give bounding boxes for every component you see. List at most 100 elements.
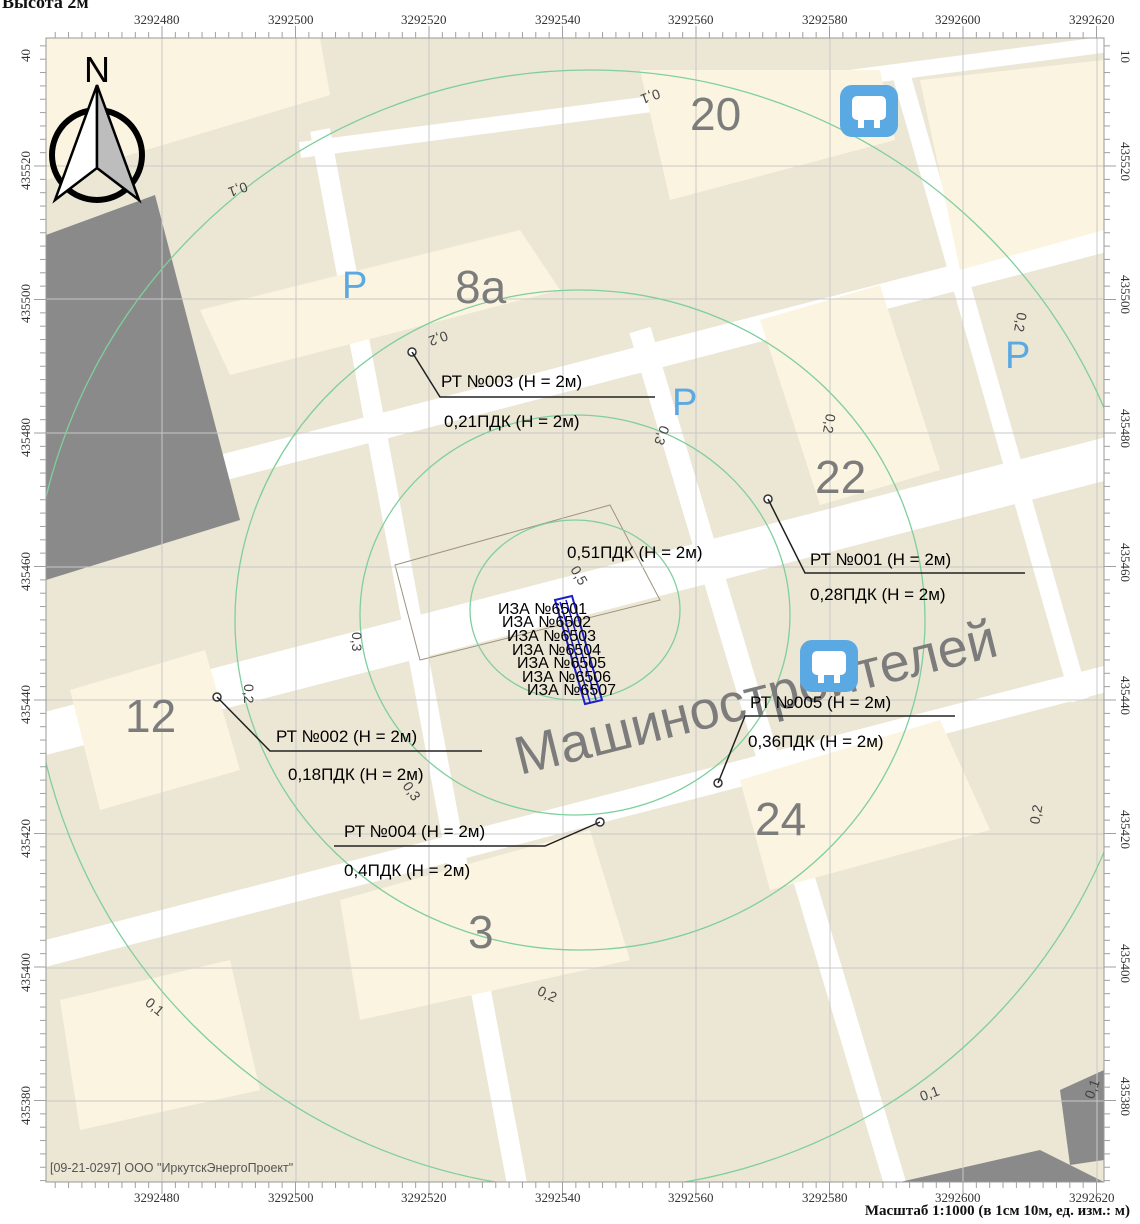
map-attribution: [09-21-0297] ООО "ИркутскЭнергоПроект": [50, 1161, 293, 1175]
calc-point-id: РТ №001 (Н = 2м): [810, 550, 951, 569]
right-tick-label: 435500: [1118, 275, 1133, 314]
isoline-label: 0,1: [638, 86, 662, 108]
calc-point-value: 0,36ПДК (Н = 2м): [748, 732, 884, 751]
scale-label: Масштаб 1:1000 (в 1см 10м, ед. изм.: м): [864, 1203, 1130, 1219]
isoline-02: [234, 289, 926, 951]
basemap: 0,1 0,1 0,2 0,2 0,3 0,5 0,2 0,3 0,1 0,2 …: [46, 38, 1104, 1182]
isoline-03: [359, 414, 791, 816]
top-tick-label: 3292520: [401, 12, 447, 27]
right-tick-label: 435460: [1118, 543, 1133, 582]
building-dark-se2: [1060, 1070, 1104, 1165]
source-outline: [553, 594, 604, 706]
calc-point-id: РТ №004 (Н = 2м): [344, 822, 485, 841]
source-line: [559, 601, 591, 703]
bottom-tick-label: 3292500: [268, 1190, 314, 1205]
isoline-label: 0,3: [651, 424, 673, 448]
calc-point-id: РТ №002 (Н = 2м): [276, 727, 417, 746]
leader-line: [411, 351, 655, 398]
top-tick-label: 3292480: [134, 12, 180, 27]
bottom-tick-label: 3292620: [1069, 1190, 1115, 1205]
isoline-label: 0,2: [535, 983, 560, 1006]
top-tick-label: 3292560: [668, 12, 714, 27]
bottom-tick-label: 3292580: [802, 1190, 848, 1205]
building-dark-se: [900, 1150, 1104, 1182]
building-dark-west: [46, 195, 240, 580]
isoline-label: 0,2: [1026, 803, 1045, 825]
top-tick-label: 3292620: [1069, 12, 1115, 27]
leader-line: [216, 696, 482, 752]
house-number-label: 3: [468, 906, 494, 958]
north-arrow-icon: N: [49, 49, 145, 204]
source-label: ИЗА №6506: [522, 669, 611, 686]
isoline-label: 0,3: [349, 632, 365, 652]
isoline-label: 0,2: [241, 684, 257, 704]
isoline-label: 0,2: [820, 413, 839, 435]
top-axis-labels: 3292480 3292500 3292520 3292540 3292560 …: [134, 12, 1115, 27]
top-tick-label: 3292600: [935, 12, 981, 27]
building-8a: [200, 230, 560, 375]
bottom-tick-label: 3292560: [668, 1190, 714, 1205]
isoline-label: 0,1: [226, 179, 250, 201]
bottom-axis-labels: 3292480 3292500 3292520 3292540 3292560 …: [134, 1190, 1115, 1205]
left-tick-label: 435520: [18, 151, 33, 190]
building-3: [340, 830, 630, 1020]
leader-line: [717, 715, 955, 784]
leader-line: [334, 821, 601, 847]
isolines: [46, 69, 1104, 1182]
isoline-label: 0,2: [1011, 311, 1030, 333]
parking-label: P: [672, 382, 697, 424]
source-label: ИЗА №6504: [512, 642, 601, 659]
calc-point-002[interactable]: РТ №002 (Н = 2м) 0,18ПДК (Н = 2м): [212, 692, 482, 784]
house-number-label: 20: [690, 88, 741, 140]
right-tick-label: 435480: [1118, 409, 1133, 448]
left-tick-label: 435460: [18, 552, 33, 591]
building-22: [760, 285, 940, 505]
north-letter: N: [84, 49, 110, 90]
source-label: ИЗА №6501: [498, 601, 587, 618]
parking-label: P: [342, 265, 367, 307]
calc-point-value: 0,28ПДК (Н = 2м): [810, 585, 946, 604]
calc-point-id: РТ №003 (Н = 2м): [441, 372, 582, 391]
top-tick-label: 3292540: [535, 12, 581, 27]
axis-ticks: [34, 26, 1116, 1194]
right-tick-label: 435420: [1118, 810, 1133, 849]
calc-point-value: 0,4ПДК (Н = 2м): [344, 861, 470, 880]
left-axis-labels: 435520 435500 435480 435460 435440 43542…: [18, 49, 33, 1125]
left-corner-tick-label: 40: [18, 49, 33, 62]
left-tick-label: 435380: [18, 1086, 33, 1125]
map-header: Высота 2м: [2, 0, 89, 12]
bottom-tick-label: 3292520: [401, 1190, 447, 1205]
source-label: ИЗА №6503: [507, 628, 596, 645]
house-number-label: 22: [815, 451, 866, 503]
left-tick-label: 435400: [18, 953, 33, 992]
bus-stop-icon: [800, 640, 858, 692]
parking-label: P: [1005, 335, 1030, 377]
emission-sources: ИЗА №6501 ИЗА №6502 ИЗА №6503 ИЗА №6504 …: [498, 594, 616, 706]
left-tick-label: 435420: [18, 819, 33, 858]
road-east-cross: [891, 67, 1089, 703]
building-12: [70, 650, 240, 810]
right-corner-tick-label: 10: [1118, 50, 1133, 63]
max-concentration-label: 0,51ПДК (Н = 2м): [567, 543, 703, 562]
calc-point-004[interactable]: РТ №004 (Н = 2м) 0,4ПДК (Н = 2м): [334, 817, 605, 880]
calc-point-003[interactable]: РТ №003 (Н = 2м) 0,21ПДК (Н = 2м): [407, 347, 655, 431]
calc-point-value: 0,21ПДК (Н = 2м): [444, 412, 580, 431]
building-ne: [920, 60, 1104, 270]
house-number-label: 12: [125, 690, 176, 742]
bottom-tick-label: 3292540: [535, 1190, 581, 1205]
right-tick-label: 435380: [1118, 1077, 1133, 1116]
calc-point-value: 0,18ПДК (Н = 2м): [288, 765, 424, 784]
right-tick-label: 435440: [1118, 676, 1133, 715]
building-sw: [60, 960, 260, 1130]
building-20: [640, 70, 895, 200]
bus-stop-icon: [840, 85, 898, 137]
source-label: ИЗА №6505: [517, 655, 606, 672]
right-tick-label: 435520: [1118, 142, 1133, 181]
map-frame: [45, 37, 1105, 1183]
isoline-label: 0,1: [918, 1082, 942, 1104]
calc-point-001[interactable]: РТ №001 (Н = 2м) 0,28ПДК (Н = 2м): [763, 494, 1025, 604]
isoline-label: 0,1: [1081, 1077, 1103, 1101]
left-tick-label: 435440: [18, 685, 33, 724]
calc-point-005[interactable]: РТ №005 (Н = 2м) 0,36ПДК (Н = 2м): [713, 693, 955, 788]
